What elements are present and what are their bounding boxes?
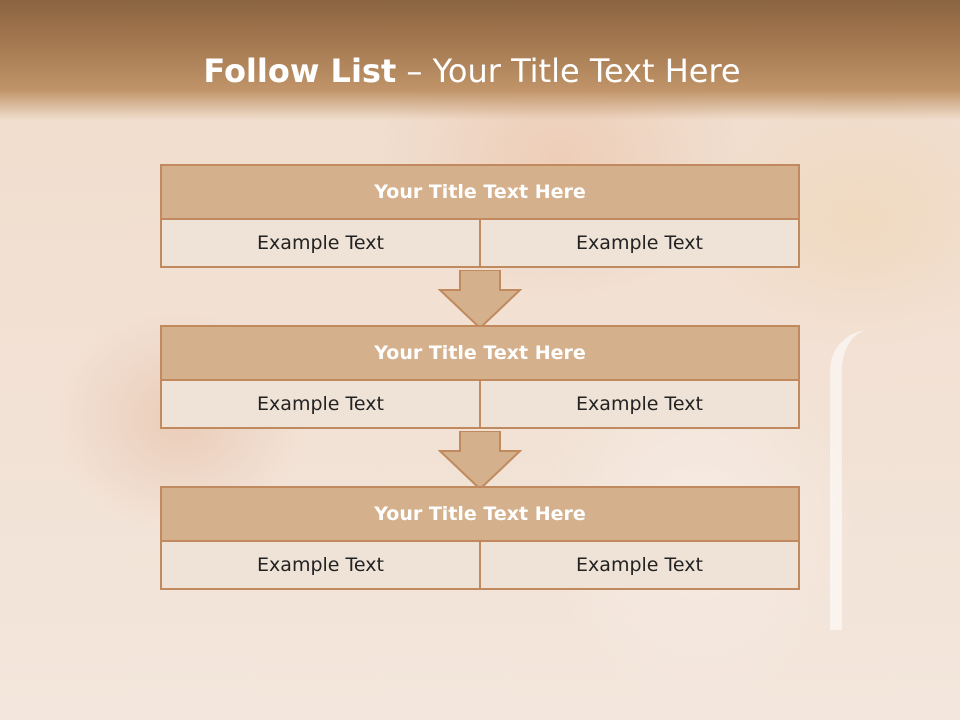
down-arrow-icon-1 — [438, 270, 522, 330]
step-block-1: Your Title Text Here Example Text Exampl… — [160, 164, 800, 268]
slide-title: Follow List – Your Title Text Here — [0, 52, 944, 90]
step-3-right-text: Example Text — [479, 540, 800, 590]
step-block-3: Your Title Text Here Example Text Exampl… — [160, 486, 800, 590]
step-title-1: Your Title Text Here — [160, 164, 800, 220]
step-row-2: Example Text Example Text — [160, 379, 800, 429]
step-3-left-text: Example Text — [160, 540, 481, 590]
slide-title-rest: – Your Title Text Here — [396, 52, 741, 90]
step-2-left-text: Example Text — [160, 379, 481, 429]
step-1-left-text: Example Text — [160, 218, 481, 268]
step-title-2: Your Title Text Here — [160, 325, 800, 381]
header-band — [0, 0, 960, 120]
step-title-3: Your Title Text Here — [160, 486, 800, 542]
step-block-2: Your Title Text Here Example Text Exampl… — [160, 325, 800, 429]
step-2-right-text: Example Text — [479, 379, 800, 429]
step-row-3: Example Text Example Text — [160, 540, 800, 590]
slide-title-bold: Follow List — [203, 52, 397, 90]
step-row-1: Example Text Example Text — [160, 218, 800, 268]
step-1-right-text: Example Text — [479, 218, 800, 268]
down-arrow-icon-2 — [438, 431, 522, 491]
background-strap — [830, 330, 932, 630]
